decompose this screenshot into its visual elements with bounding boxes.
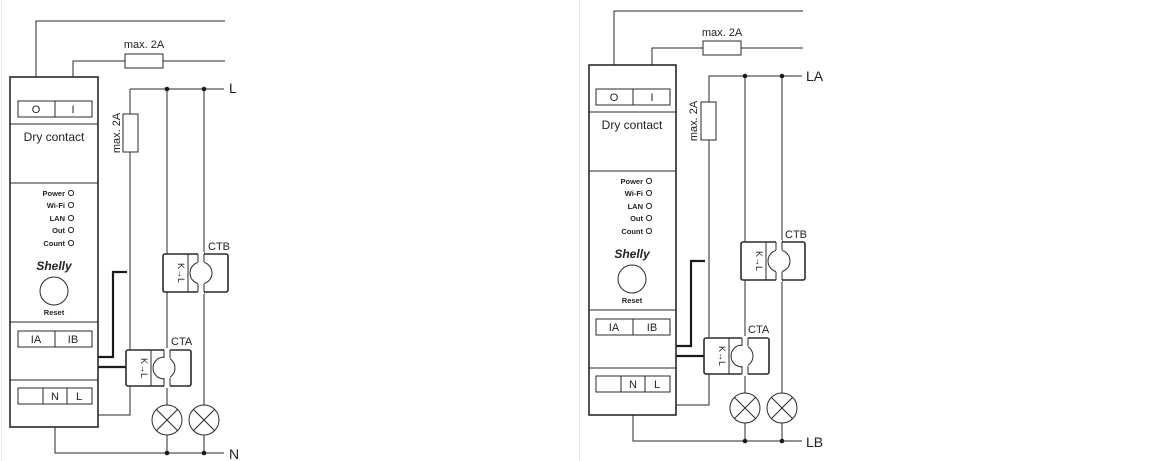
ct-a: K→L [703,336,770,376]
terminal-o: O [32,104,41,116]
reset-button[interactable] [617,264,647,294]
led-lan-icon [67,214,75,222]
terminal-ia: IA [31,334,42,346]
terminal-block-power [17,387,93,405]
device-label: Dry contact [24,130,85,144]
fuse-top [702,40,742,56]
line-bottom-label: N [229,446,239,461]
led-label-lan: LAN [628,202,643,211]
junction [164,450,170,456]
terminal-ib: IB [68,334,78,346]
line-la [708,75,802,102]
lamp-b [188,404,220,436]
fuse-side [122,113,139,153]
led-label-wifi: Wi-Fi [47,201,65,210]
reset-button[interactable] [39,276,69,306]
junction [201,450,207,456]
junction [201,86,207,92]
ct-direction: K→L [139,358,149,378]
junction [742,438,748,444]
terminal-block-power [595,375,671,393]
line-top-label: LA [806,68,824,84]
led-label-count: Count [621,227,643,236]
ct-a: K→L [125,348,192,388]
led-out-icon [645,214,653,222]
device-outline [9,76,99,428]
shelly-logo: Shelly [36,259,73,273]
fuse-top-label: max. 2A [124,39,165,51]
led-power-icon [67,189,75,197]
ct-bottom-label: CTA [748,324,770,336]
wire-o-output [35,20,225,101]
led-label-out: Out [52,226,65,235]
line-bottom-label: LB [806,434,823,450]
terminal-i: I [650,92,653,104]
junction [742,73,748,79]
shelly-logo: Shelly [614,247,651,261]
terminal-ia: IA [609,322,620,334]
device-body: O I Dry contact Power Wi-Fi LAN Out Coun… [9,76,99,428]
led-wifi-icon [67,201,75,209]
led-label-power: Power [620,177,643,186]
fuse-side-label: max. 2A [688,100,700,141]
terminal-i: I [71,104,74,116]
terminal-ib: IB [647,322,657,334]
terminal-n: N [629,379,637,391]
terminal-o: O [610,92,619,104]
reset-label: Reset [622,296,643,305]
led-label-count: Count [43,239,65,248]
fuse-top [124,53,164,69]
terminal-n: N [51,391,59,403]
ct-top-label: CTB [208,241,230,253]
led-wifi-icon [645,189,653,197]
junction [164,86,170,92]
led-power-icon [645,177,653,185]
led-lan-icon [645,202,653,210]
led-label-lan: LAN [50,214,65,223]
device-body: O I Dry contact Power Wi-Fi LAN Out Coun… [588,64,677,416]
ct-b: K→L [162,252,229,294]
fuse-side-label: max. 2A [111,112,123,153]
lamp-b [766,392,798,424]
ct-bottom-label: CTA [171,336,193,348]
reset-label: Reset [44,308,65,317]
wire-o-output [613,10,803,89]
fuse-top-label: max. 2A [702,27,743,39]
diagram-right: max. 2A LA LB max. 2A [588,10,824,450]
ct-direction: K→L [754,251,764,271]
ct-direction: K→L [176,263,186,283]
diagram-left: max. 2A L N max. 2A [9,20,239,461]
terminal-l: L [654,379,660,391]
device-label: Dry contact [602,118,663,132]
led-label-power: Power [42,189,65,198]
terminal-l: L [76,391,82,403]
device-outline [588,64,677,416]
led-count-icon [645,227,653,235]
led-label-wifi: Wi-Fi [625,189,643,198]
ct-direction: K→L [717,346,727,366]
lamp-a [151,404,183,436]
led-label-out: Out [630,214,643,223]
ct-top-label: CTB [785,229,807,241]
ct-b: K→L [740,240,806,282]
fuse-side [700,101,717,141]
line-top-label: L [229,80,237,96]
junction [779,438,785,444]
lamp-a [729,392,761,424]
junction [779,73,785,79]
led-count-icon [67,239,75,247]
led-out-icon [67,226,75,234]
